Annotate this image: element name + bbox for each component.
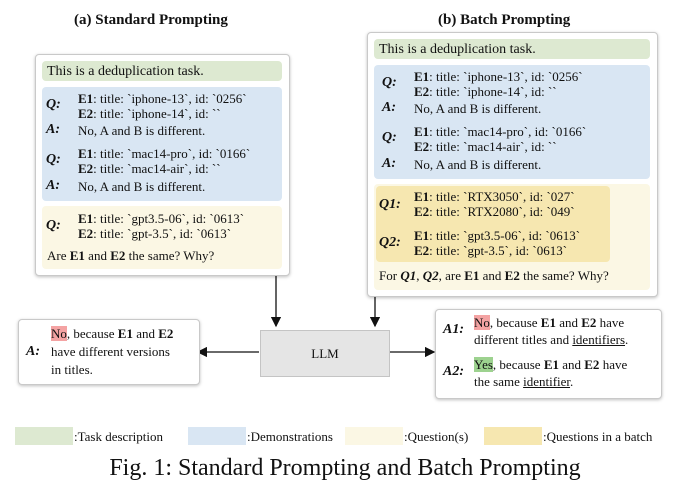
batch-demonstrations-band: Q: E1: title: `iphone-13`, id: `0256` E2… — [374, 65, 650, 179]
task-description-band: This is a deduplication task. — [42, 61, 282, 81]
batch-question-text: For Q1, Q2, are E1 and E2 the same? Why? — [379, 268, 609, 283]
figure-caption: Fig. 1: Standard Prompting and Batch Pro… — [109, 455, 581, 481]
demo2-q-label: Q: — [46, 152, 61, 167]
question-band: Q: E1: title: `gpt3.5-06`, id: `0613` E2… — [42, 206, 282, 269]
batch-prompt-card: This is a deduplication task. Q: E1: tit… — [367, 32, 658, 297]
task-description-text: This is a deduplication task. — [47, 64, 204, 79]
legend-label-questions-batch: :Questions in a batch — [543, 429, 653, 444]
batch-demo2-a-label: A: — [382, 156, 396, 171]
batch-task-description-text: This is a deduplication task. — [379, 42, 536, 57]
batch-demo2-answer: No, A and B is different. — [414, 157, 542, 172]
batch-prompting-title: (b) Batch Prompting — [438, 12, 571, 28]
standard-answer-line2: have different versions — [51, 344, 170, 359]
legend-swatch-questions-batch — [484, 427, 542, 445]
batch-answer-a2-label: A2: — [443, 364, 464, 379]
question-e2: E2: title: `gpt-3.5`, id: `0613` — [78, 226, 232, 241]
llm-label: LLM — [311, 345, 339, 361]
demo2-e1: E1: title: `mac14-pro`, id: `0166` — [78, 146, 251, 161]
batch-demo2-q-label: Q: — [382, 130, 397, 145]
demo2-a-label: A: — [46, 178, 60, 193]
batch-answer-a1-label: A1: — [443, 322, 464, 337]
legend-swatch-task — [15, 427, 73, 445]
demonstrations-band: Q: E1: title: `iphone-13`, id: `0256` E2… — [42, 87, 282, 201]
standard-answer-line3: in titles. — [51, 362, 93, 377]
standard-answer-a-label: A: — [26, 344, 40, 359]
demo2-e2: E2: title: `mac14-air`, id: `` — [78, 161, 221, 176]
demo2-answer: No, A and B is different. — [78, 179, 206, 194]
batch-demo1-e1: E1: title: `iphone-13`, id: `0256` — [414, 69, 583, 84]
batch-q2-e1: E1: title: `gpt3.5-06`, id: `0613` — [414, 228, 581, 243]
demo1-a-label: A: — [46, 122, 60, 137]
standard-answer-card: A: No, because E1 and E2 have different … — [18, 319, 200, 385]
demo1-answer: No, A and B is different. — [78, 123, 206, 138]
batch-questions-band: Q1: E1: title: `RTX3050`, id: `027` E2: … — [374, 184, 650, 290]
question-text: Are E1 and E2 the same? Why? — [47, 248, 215, 263]
batch-demo2-e1: E1: title: `mac14-pro`, id: `0166` — [414, 124, 587, 139]
legend-swatch-questions — [345, 427, 403, 445]
standard-prompt-card: This is a deduplication task. Q: E1: tit… — [35, 54, 290, 276]
no-highlight: No — [474, 315, 490, 330]
batch-demo1-answer: No, A and B is different. — [414, 101, 542, 116]
batch-q1-e2: E2: title: `RTX2080`, id: `049` — [414, 204, 575, 219]
legend-label-task: :Task description — [74, 429, 163, 444]
batch-answer2-line2: the same identifier. — [474, 374, 574, 389]
question-q-label: Q: — [46, 218, 61, 233]
legend-swatch-demonstrations — [188, 427, 246, 445]
batch-q1-label: Q1: — [379, 197, 401, 212]
standard-answer-line1: No, because E1 and E2 — [51, 326, 174, 341]
batch-answer1-line2: different titles and identifiers. — [474, 332, 629, 347]
llm-box: LLM — [260, 330, 390, 377]
batch-demo1-e2: E2: title: `iphone-14`, id: `` — [414, 84, 557, 99]
batch-q2-e2: E2: title: `gpt-3.5`, id: `0613` — [414, 243, 568, 258]
batch-demo2-e2: E2: title: `mac14-air`, id: `` — [414, 139, 557, 154]
batch-demo1-q-label: Q: — [382, 75, 397, 90]
yes-highlight: Yes — [474, 357, 493, 372]
batch-q1-e1: E1: title: `RTX3050`, id: `027` — [414, 189, 575, 204]
demo1-e1: E1: title: `iphone-13`, id: `0256` — [78, 91, 247, 106]
batch-demo1-a-label: A: — [382, 100, 396, 115]
demo1-e2: E2: title: `iphone-14`, id: `` — [78, 106, 221, 121]
standard-prompting-title: (a) Standard Prompting — [74, 12, 228, 28]
batch-answer2-line1: Yes, because E1 and E2 have — [474, 357, 628, 372]
batch-answer1-line1: No, because E1 and E2 have — [474, 315, 625, 330]
batch-task-description-band: This is a deduplication task. — [374, 39, 650, 59]
question-e1: E1: title: `gpt3.5-06`, id: `0613` — [78, 211, 245, 226]
legend-label-demonstrations: :Demonstrations — [247, 429, 333, 444]
questions-in-batch-band — [376, 186, 610, 262]
legend-label-questions: :Question(s) — [404, 429, 469, 444]
batch-answer-card: A1: No, because E1 and E2 have different… — [435, 309, 662, 399]
demo1-q-label: Q: — [46, 97, 61, 112]
batch-q2-label: Q2: — [379, 235, 401, 250]
no-highlight: No — [51, 326, 67, 341]
